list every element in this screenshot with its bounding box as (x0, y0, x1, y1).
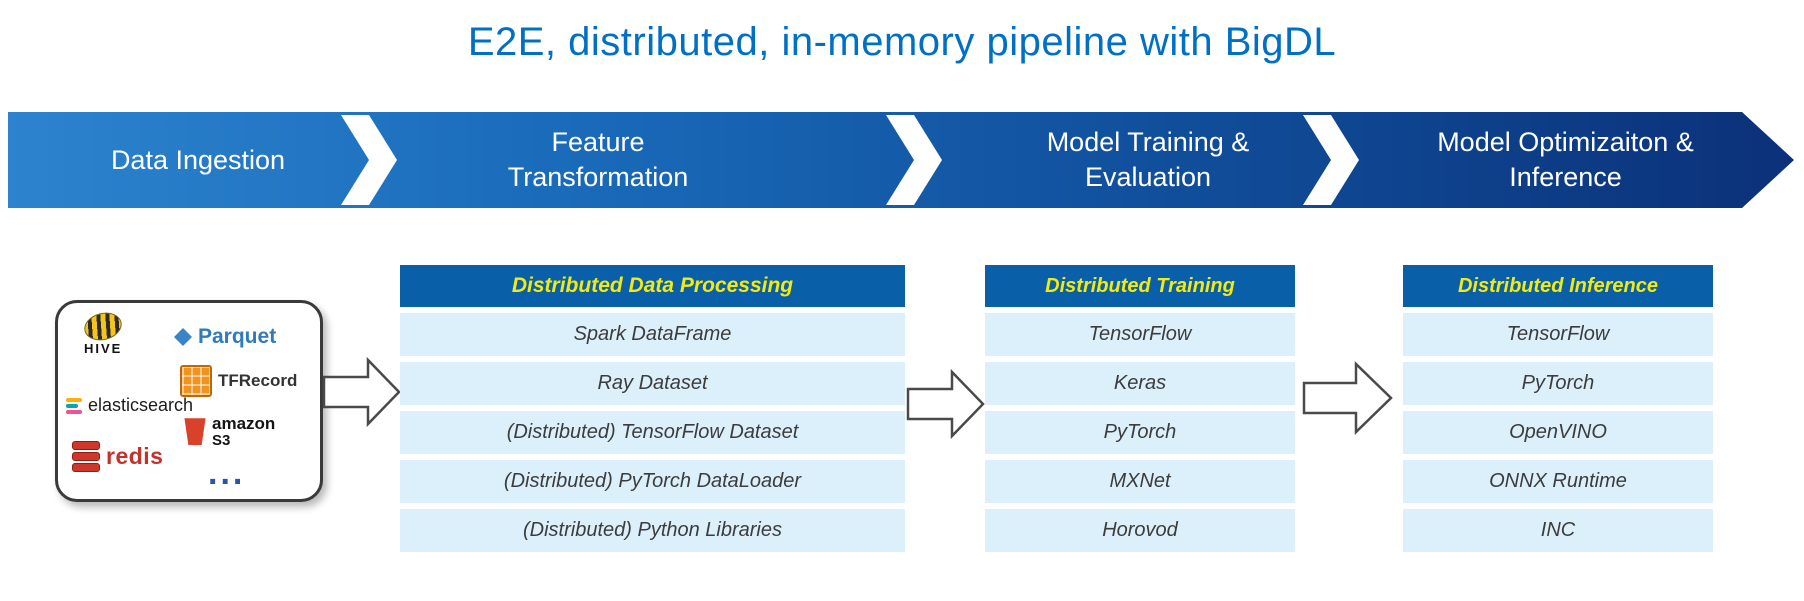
table-row: Keras (985, 362, 1295, 405)
chevron-separator-icon (1303, 115, 1359, 205)
table-row: Horovod (985, 509, 1295, 552)
table-row: PyTorch (1403, 362, 1713, 405)
elasticsearch-label: elasticsearch (88, 395, 194, 415)
data-sources-box: HIVE Parquet elasticsearch TFRecord redi… (55, 300, 323, 502)
table-row: (Distributed) TensorFlow Dataset (400, 411, 905, 454)
flow-arrow-icon (1302, 361, 1393, 435)
flow-arrow-icon (322, 356, 401, 428)
table-row: (Distributed) PyTorch DataLoader (400, 460, 905, 503)
table-header: Distributed Training (985, 265, 1295, 307)
table-row: (Distributed) Python Libraries (400, 509, 905, 552)
amazon-s3-logo: amazon S3 (184, 415, 275, 449)
more-sources: ... (208, 454, 246, 492)
redis-icon (72, 441, 100, 472)
table-row: TensorFlow (985, 313, 1295, 356)
distributed-inference-table: Distributed Inference TensorFlow PyTorch… (1403, 265, 1713, 552)
table-header: Distributed Data Processing (400, 265, 905, 307)
stage-label-line: Inference (1509, 162, 1622, 192)
feature-transformation-table: Distributed Data Processing Spark DataFr… (400, 265, 905, 552)
table-row: ONNX Runtime (1403, 460, 1713, 503)
stage-label-line: Model Optimizaiton & (1437, 127, 1694, 158)
hive-label: HIVE (84, 341, 123, 356)
ellipsis-icon: ... (208, 454, 246, 492)
amazon-label: amazon (212, 414, 276, 433)
redis-logo: redis (72, 441, 163, 472)
parquet-icon (174, 328, 192, 346)
table-row: INC (1403, 509, 1713, 552)
table-header: Distributed Inference (1403, 265, 1713, 307)
table-row: PyTorch (985, 411, 1295, 454)
tfrecord-icon (180, 365, 212, 397)
stage-label-line: Model Training & (1046, 127, 1250, 158)
distributed-training-table: Distributed Training TensorFlow Keras Py… (985, 265, 1295, 552)
amazon-s3-icon (184, 418, 206, 446)
table-row: Ray Dataset (400, 362, 905, 405)
parquet-label: Parquet (198, 325, 277, 348)
stage-label-line: Data Ingestion (110, 144, 286, 175)
slide-title: E2E, distributed, in-memory pipeline wit… (467, 20, 1337, 64)
pipeline-banner: Data Ingestion Feature Transformation Mo… (8, 112, 1794, 208)
table-row: Spark DataFrame (400, 313, 905, 356)
hive-bee-icon (81, 308, 125, 345)
elasticsearch-logo: elasticsearch (66, 395, 193, 416)
stage-model-training: Model Training & Evaluation (993, 112, 1303, 208)
table-row: OpenVINO (1403, 411, 1713, 454)
chevron-separator-icon (886, 115, 942, 205)
stage-label-line: Evaluation (1084, 162, 1212, 192)
flow-arrow-icon (906, 368, 985, 440)
redis-label: redis (106, 443, 164, 469)
hive-logo: HIVE (81, 308, 125, 356)
stage-model-optimization: Model Optimizaiton & Inference (1398, 112, 1733, 208)
s3-label: S3 (212, 431, 231, 449)
stage-label-line: Feature (551, 127, 645, 158)
tfrecord-logo: TFRecord (180, 365, 297, 397)
stage-label-line: Transformation (507, 162, 689, 192)
chevron-separator-icon (341, 115, 397, 205)
elasticsearch-icon (66, 397, 82, 414)
tfrecord-label: TFRecord (218, 371, 298, 390)
table-row: MXNet (985, 460, 1295, 503)
table-row: TensorFlow (1403, 313, 1713, 356)
stage-feature-transformation: Feature Transformation (428, 112, 768, 208)
parquet-logo: Parquet (174, 325, 276, 349)
stage-data-ingestion: Data Ingestion (48, 112, 348, 208)
